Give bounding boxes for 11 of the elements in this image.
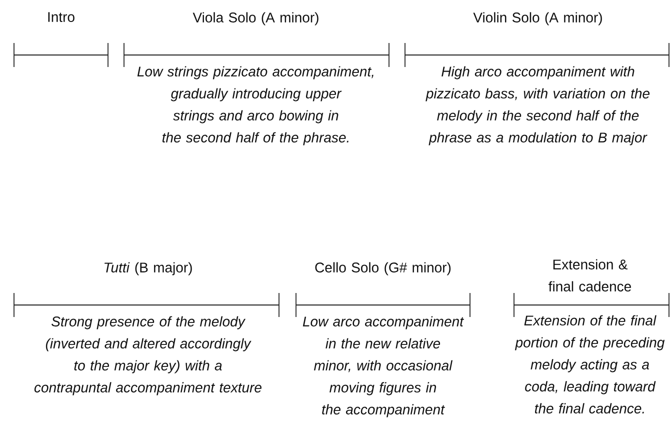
section-heading: Intro	[48, 12, 74, 22]
section-heading: Extension & final cadence	[548, 259, 631, 292]
section-description: Low strings pizzicato accompaniment, gradually introducing upper strings and arco bowing in the second half of the phrase.	[137, 66, 374, 146]
section-heading: Viola Solo (A minor)	[192, 12, 318, 26]
section-description: Extension of the final portion of the preceding melody acting as a coda, leading toward the final cadence.	[514, 315, 665, 414]
section-description: Low arco accompaniment in the new relative minor, with occasional moving figures in the accompaniment	[302, 316, 464, 418]
section-description: Strong presence of the melody (inverted and altered accordingly to the major key) with a contrapuntal accompaniment texture	[34, 316, 262, 396]
section-heading: Cello Solo (G# minor)	[315, 262, 451, 276]
section-heading: Violin Solo (A minor)	[473, 12, 602, 26]
section-heading: Tutti (B major)	[104, 262, 192, 276]
section-description: High arco accompaniment with pizzicato bass, with variation on the melody in the second half of the phrase as a modulation to B major	[426, 66, 650, 146]
